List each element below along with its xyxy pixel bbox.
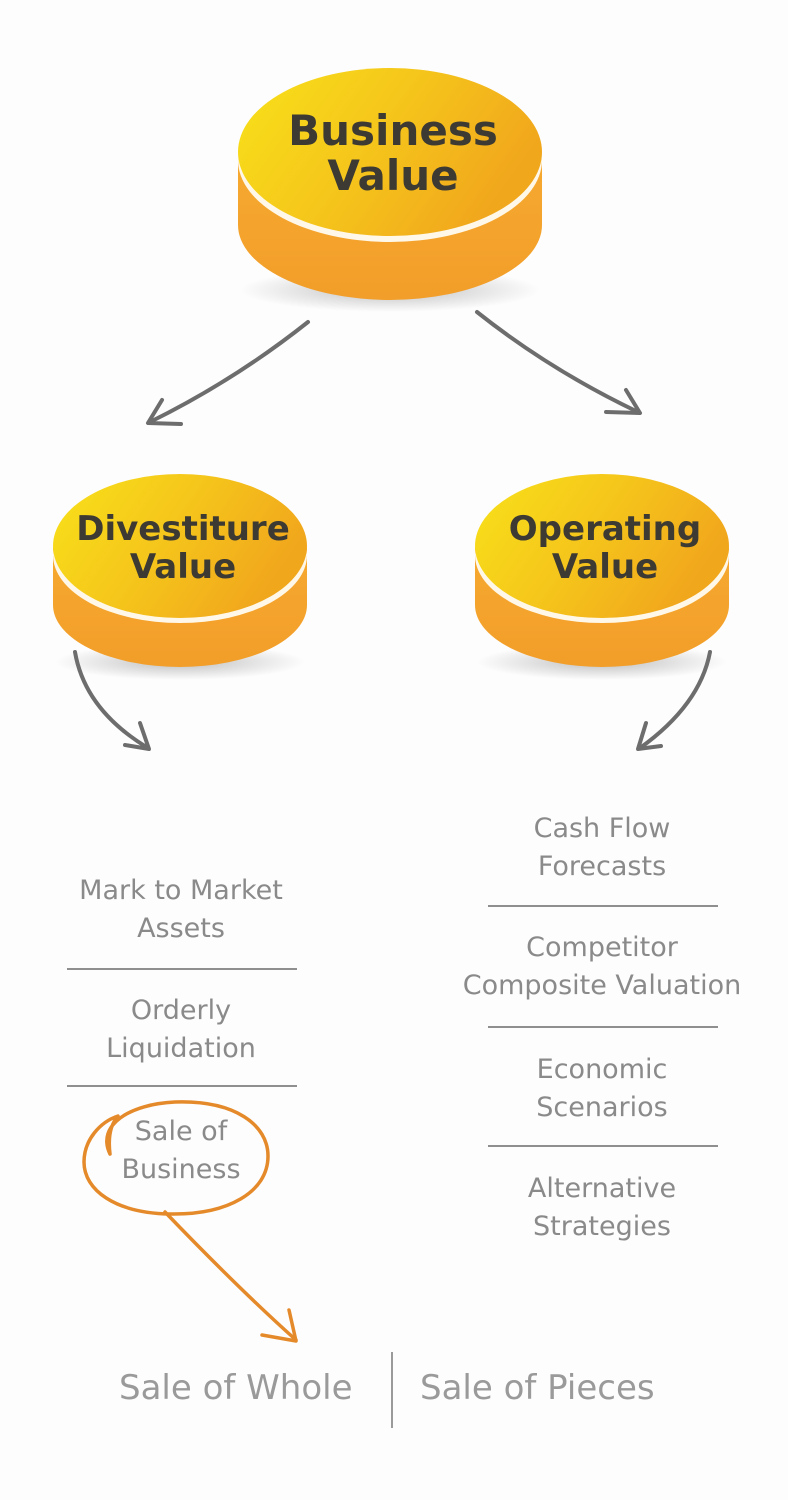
- sale-of-business-highlight-circle: [82, 1100, 270, 1216]
- right-list-item-line2: Scenarios: [536, 1092, 668, 1123]
- sale-of-whole-label: Sale of Whole: [119, 1368, 353, 1408]
- left-list-item-sale-of-business: Sale of Business: [32, 1113, 330, 1189]
- divestiture-value-label-line1: Divestiture: [76, 509, 290, 549]
- right-list-item-line2: Strategies: [533, 1211, 671, 1242]
- left-list-item-orderly-liquidation: Orderly Liquidation: [32, 992, 330, 1068]
- right-divider: [488, 1145, 718, 1147]
- left-list-item-line1: Orderly: [130, 995, 232, 1026]
- left-list-item-line2: Liquidation: [106, 1033, 256, 1064]
- right-list-item-line2: Composite Valuation: [462, 970, 742, 1001]
- arrow-root-to-divestiture: [146, 320, 310, 426]
- operating-value-label-line1: Operating: [509, 509, 701, 549]
- bottom-separator: [391, 1352, 393, 1428]
- divestiture-value-disc: Divestiture Value: [53, 474, 307, 680]
- arrow-to-sale-outcomes: [163, 1210, 298, 1343]
- left-list-item-line2: Assets: [137, 913, 225, 944]
- divestiture-value-label-line2: Value: [130, 547, 236, 587]
- business-value-label-line2: Value: [327, 151, 458, 200]
- right-divider: [488, 1026, 718, 1028]
- right-list-item-economic: Economic Scenarios: [432, 1051, 772, 1127]
- right-divider: [488, 905, 718, 907]
- arrow-divestiture-to-list: [73, 650, 151, 751]
- left-divider: [67, 1085, 297, 1087]
- right-list-item-line1: Competitor: [526, 932, 678, 963]
- business-value-disc: Business Value: [238, 68, 542, 312]
- operating-value-label-line2: Value: [552, 547, 658, 587]
- left-list-item-mark-to-market: Mark to Market Assets: [32, 872, 330, 948]
- business-value-label-line1: Business: [288, 106, 498, 155]
- right-list-item-line1: Cash Flow: [533, 813, 671, 844]
- arrow-operating-to-list: [636, 650, 712, 751]
- left-list-item-line1: Sale of: [134, 1116, 228, 1147]
- right-list-item-line1: Alternative: [527, 1173, 677, 1204]
- left-list-item-line1: Mark to Market: [79, 875, 283, 906]
- right-list-item-cash-flow: Cash Flow Forecasts: [432, 810, 772, 886]
- right-list-item-line2: Forecasts: [537, 851, 667, 882]
- operating-value-disc: Operating Value: [475, 474, 729, 680]
- arrow-root-to-operating: [475, 310, 642, 415]
- left-list-item-line2: Business: [121, 1154, 241, 1185]
- right-list-item-alternative: Alternative Strategies: [432, 1170, 772, 1246]
- sale-of-pieces-label: Sale of Pieces: [420, 1368, 655, 1408]
- right-list-item-line1: Economic: [536, 1054, 668, 1085]
- right-list-item-competitor: Competitor Composite Valuation: [432, 929, 772, 1005]
- left-divider: [67, 968, 297, 970]
